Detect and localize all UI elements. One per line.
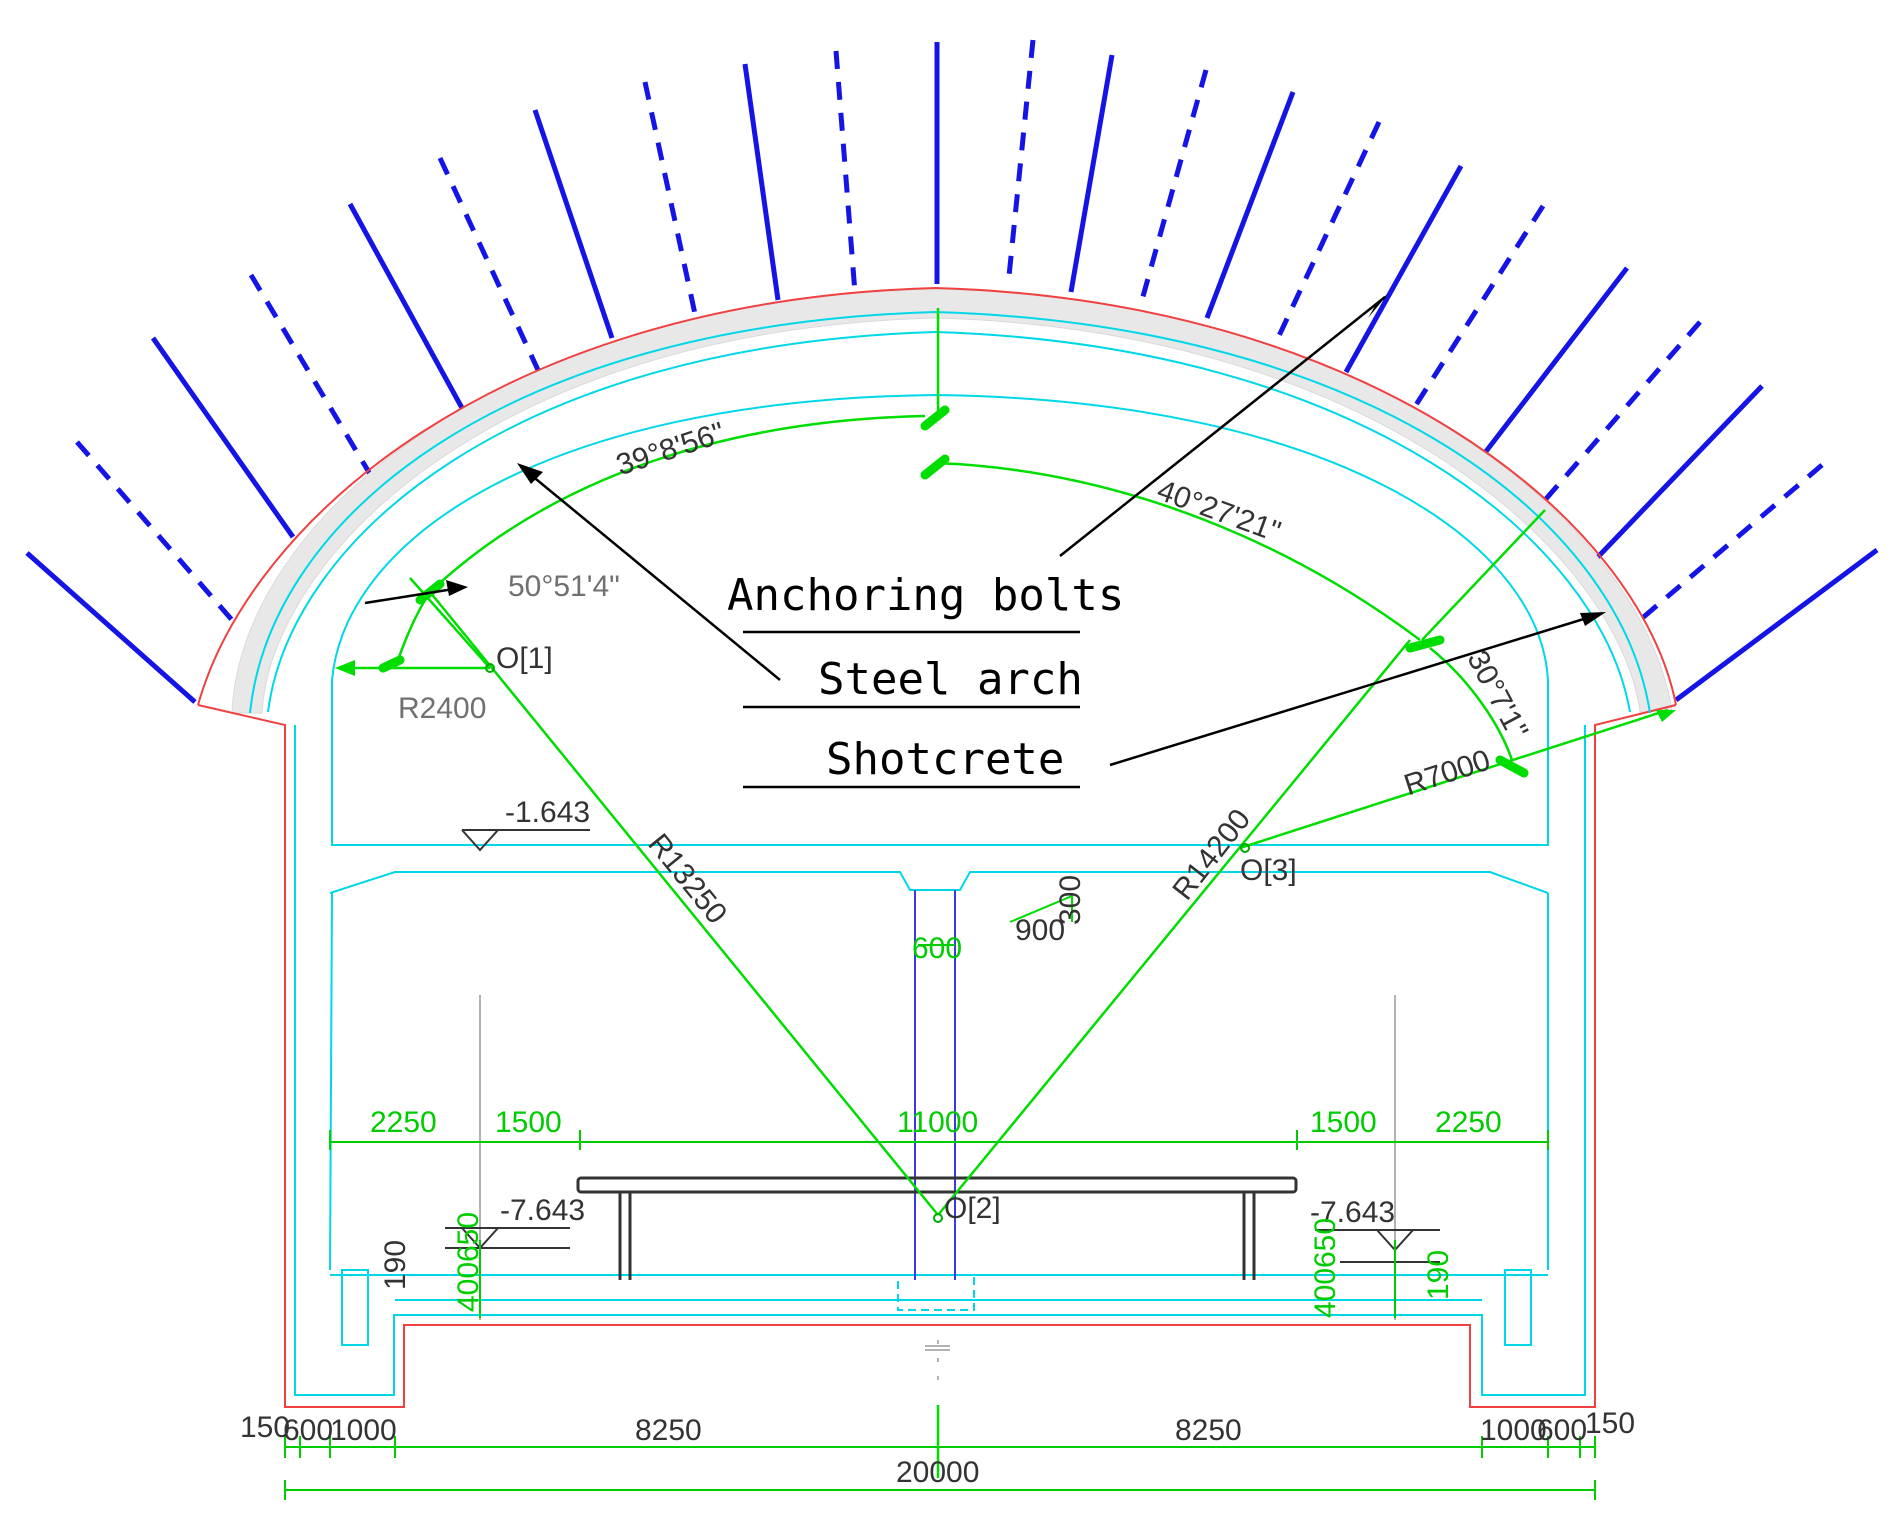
point-o2-label: O[2] (944, 1192, 1001, 1225)
angle-label-a4: 30°7'1" (1460, 645, 1534, 744)
arc-39-8-56 (429, 414, 926, 593)
dim-right-inner: 1500 (1310, 1106, 1377, 1139)
annotation-arrowheads (446, 294, 1606, 626)
dim-left-400: 400 (452, 1262, 485, 1312)
lining-structure (249, 310, 1651, 1396)
arc-30-7-1 (1429, 647, 1514, 761)
dim-center: 11000 (897, 1106, 978, 1139)
platform-slab (576, 1176, 1298, 1280)
dim-bottom-6: 1000 (1480, 1414, 1547, 1447)
shotcrete-layer (231, 288, 1673, 714)
bolt-solid (1343, 164, 1464, 374)
bolt-dashed (1411, 204, 1546, 410)
bolt-dashed (1275, 120, 1382, 340)
center-point-o2 (933, 1213, 943, 1223)
excavation-outline (197, 286, 1677, 1408)
label-steel-arch: Steel arch (818, 654, 1083, 705)
point-o1-label: O[1] (496, 642, 553, 675)
arc-tick-marks (378, 405, 1529, 778)
angle-label-a3: 40°27'21" (1153, 474, 1285, 549)
bolt-solid (1482, 266, 1629, 456)
radius-r13250 (429, 591, 939, 1216)
dim-bottom-2: 600 (283, 1414, 333, 1447)
dimension-lines (284, 944, 1596, 1500)
bolt-solid (532, 109, 615, 339)
dim-right-650: 650 (1309, 1218, 1342, 1268)
bolt-dashed (437, 156, 541, 372)
dim-left-inner: 1500 (495, 1106, 562, 1139)
dim-left-650: 650 (452, 1212, 485, 1262)
dim-bottom-8: 150 (1585, 1407, 1635, 1440)
bolt-solid (1068, 54, 1115, 293)
radius-r7000-upper (1421, 509, 1546, 641)
bolt-dashed (1638, 463, 1824, 622)
dim-bottom-1: 150 (240, 1411, 290, 1444)
bolt-solid (742, 63, 781, 301)
dim-bottom-7: 600 (1537, 1414, 1587, 1447)
slope-rise-label: 300 (1054, 875, 1087, 925)
dim-bottom-5: 8250 (1175, 1414, 1242, 1447)
bolt-solid (25, 551, 197, 704)
bolt-dashed (75, 440, 234, 622)
annotation-leaders (364, 296, 1601, 789)
center-column (914, 890, 956, 1280)
bolt-dashed (248, 273, 373, 476)
bolt-solid (347, 202, 465, 410)
dim-right-190: 190 (1422, 1250, 1455, 1300)
bolt-solid (1674, 547, 1879, 703)
bolt-solid (1204, 91, 1296, 319)
bolt-solid (150, 336, 296, 539)
angle-label-a2: 39°8'56" (612, 416, 729, 482)
dim-right-400: 400 (1309, 1268, 1342, 1318)
radius-label-r7000: R7000 (1400, 744, 1494, 803)
center-point-o3 (1240, 843, 1250, 853)
arc-40-27-21 (934, 461, 1421, 642)
dim-column: 600 (912, 932, 962, 965)
slope-run-label: 900 (1015, 914, 1065, 947)
radius-r14200 (937, 639, 1411, 1216)
bolt-solid (1593, 384, 1764, 562)
radius-r7000 (1239, 708, 1669, 850)
level-markers (445, 829, 1440, 1263)
anchor-bolts (25, 39, 1879, 704)
level-label-lower-right: -7.643 (1310, 1196, 1395, 1229)
level-label-lower-left: -7.643 (500, 1194, 585, 1227)
dim-right-outer: 2250 (1435, 1106, 1502, 1139)
point-o3-label: O[3] (1240, 854, 1297, 887)
label-anchoring-bolts: Anchoring bolts (727, 570, 1124, 621)
bolt-dashed (642, 81, 698, 315)
angle-label-a1: 50°51'4" (508, 570, 620, 603)
radius-label-r13250: R13250 (641, 828, 733, 930)
dim-bottom-4: 8250 (635, 1414, 702, 1447)
arrowheads-green (335, 660, 1676, 722)
bolt-dashed (1543, 320, 1702, 502)
dim-left-190: 190 (379, 1240, 412, 1290)
dim-left-outer: 2250 (370, 1106, 437, 1139)
radius-label-r2400: R2400 (398, 692, 486, 725)
level-label-upper: -1.643 (505, 796, 590, 829)
bolt-dashed (1005, 39, 1036, 287)
arc-geometry (340, 308, 1669, 1478)
label-shotcrete: Shotcrete (826, 734, 1064, 785)
center-point-o1 (485, 663, 495, 673)
bolt-dashed (833, 50, 858, 294)
bolt-dashed (1139, 69, 1209, 301)
dim-bottom-3: 1000 (330, 1414, 397, 1447)
dim-total: 20000 (896, 1456, 979, 1489)
